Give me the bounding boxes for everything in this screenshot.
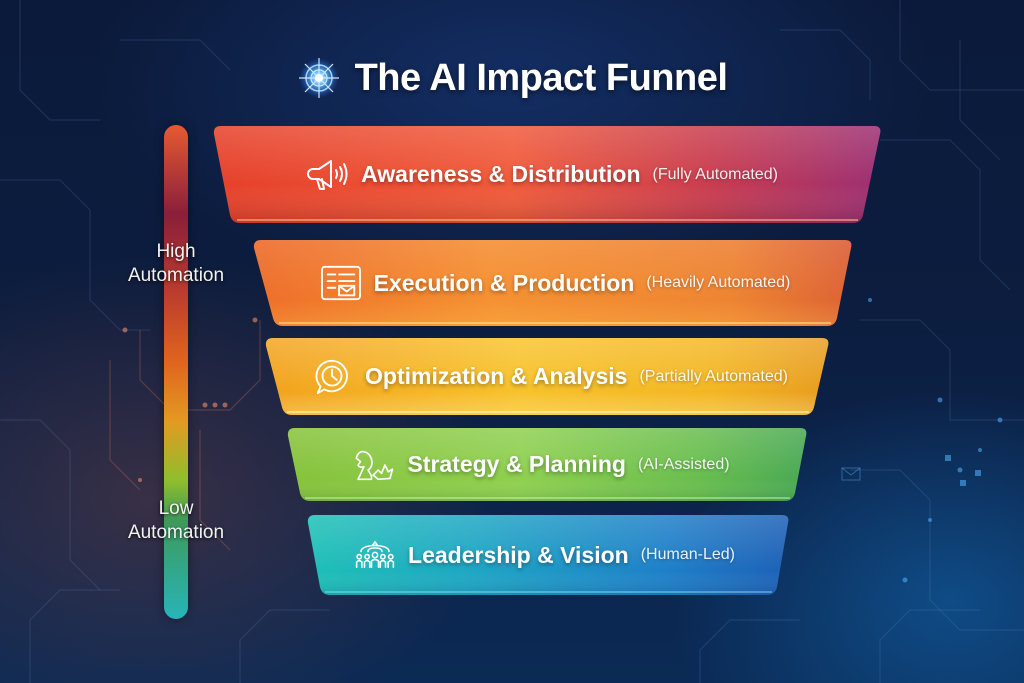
layer-shape [253, 240, 852, 326]
layer-name: Awareness & Distribution [361, 161, 641, 187]
chess-knight-icon [355, 450, 394, 480]
low-automation-label: Low Automation [106, 497, 246, 545]
high-label-line2: Automation [127, 265, 225, 286]
layer-tag: (Partially Automated) [639, 367, 788, 385]
clock-chat-icon [315, 359, 348, 394]
layer-name: Strategy & Planning [407, 451, 626, 477]
low-label-line2: Automation [127, 522, 225, 543]
low-label-line1: Low [158, 498, 194, 519]
title-bar: The AI Impact Funnel [0, 50, 1024, 106]
layer-tag: (Human-Led) [640, 546, 735, 563]
page-title: The AI Impact Funnel [354, 56, 728, 99]
funnel-layer-strategy: Strategy & Planning (AI-Assisted) [287, 428, 808, 501]
layer-name: Execution & Production [373, 269, 635, 296]
layer-tag: (Heavily Automated) [646, 274, 791, 291]
team-hierarchy-icon [355, 541, 395, 569]
high-label-line1: High [156, 241, 196, 262]
funnel-layer-awareness: Awareness & Distribution (Fully Automate… [213, 126, 882, 223]
layer-name: Leadership & Vision [408, 541, 629, 568]
megaphone-icon [307, 159, 348, 190]
funnel-layer-execution: Execution & Production (Heavily Automate… [253, 240, 853, 326]
automation-scale-bar [164, 125, 188, 619]
funnel-layer-optimization: Optimization & Analysis (Partially Autom… [265, 338, 830, 415]
funnel-layer-leadership: Leadership & Vision (Human-Led) [307, 515, 790, 595]
ai-circuit-brain-icon [298, 58, 339, 98]
high-automation-label: High Automation [106, 240, 246, 288]
layer-name: Optimization & Analysis [365, 363, 628, 389]
document-envelope-icon [320, 265, 361, 301]
layer-tag: (AI-Assisted) [637, 455, 730, 473]
layer-tag: (Fully Automated) [652, 165, 778, 183]
layer-shape [213, 126, 881, 223]
layer-shape [287, 428, 807, 501]
layer-shape [307, 515, 789, 595]
layer-shape [265, 338, 829, 415]
